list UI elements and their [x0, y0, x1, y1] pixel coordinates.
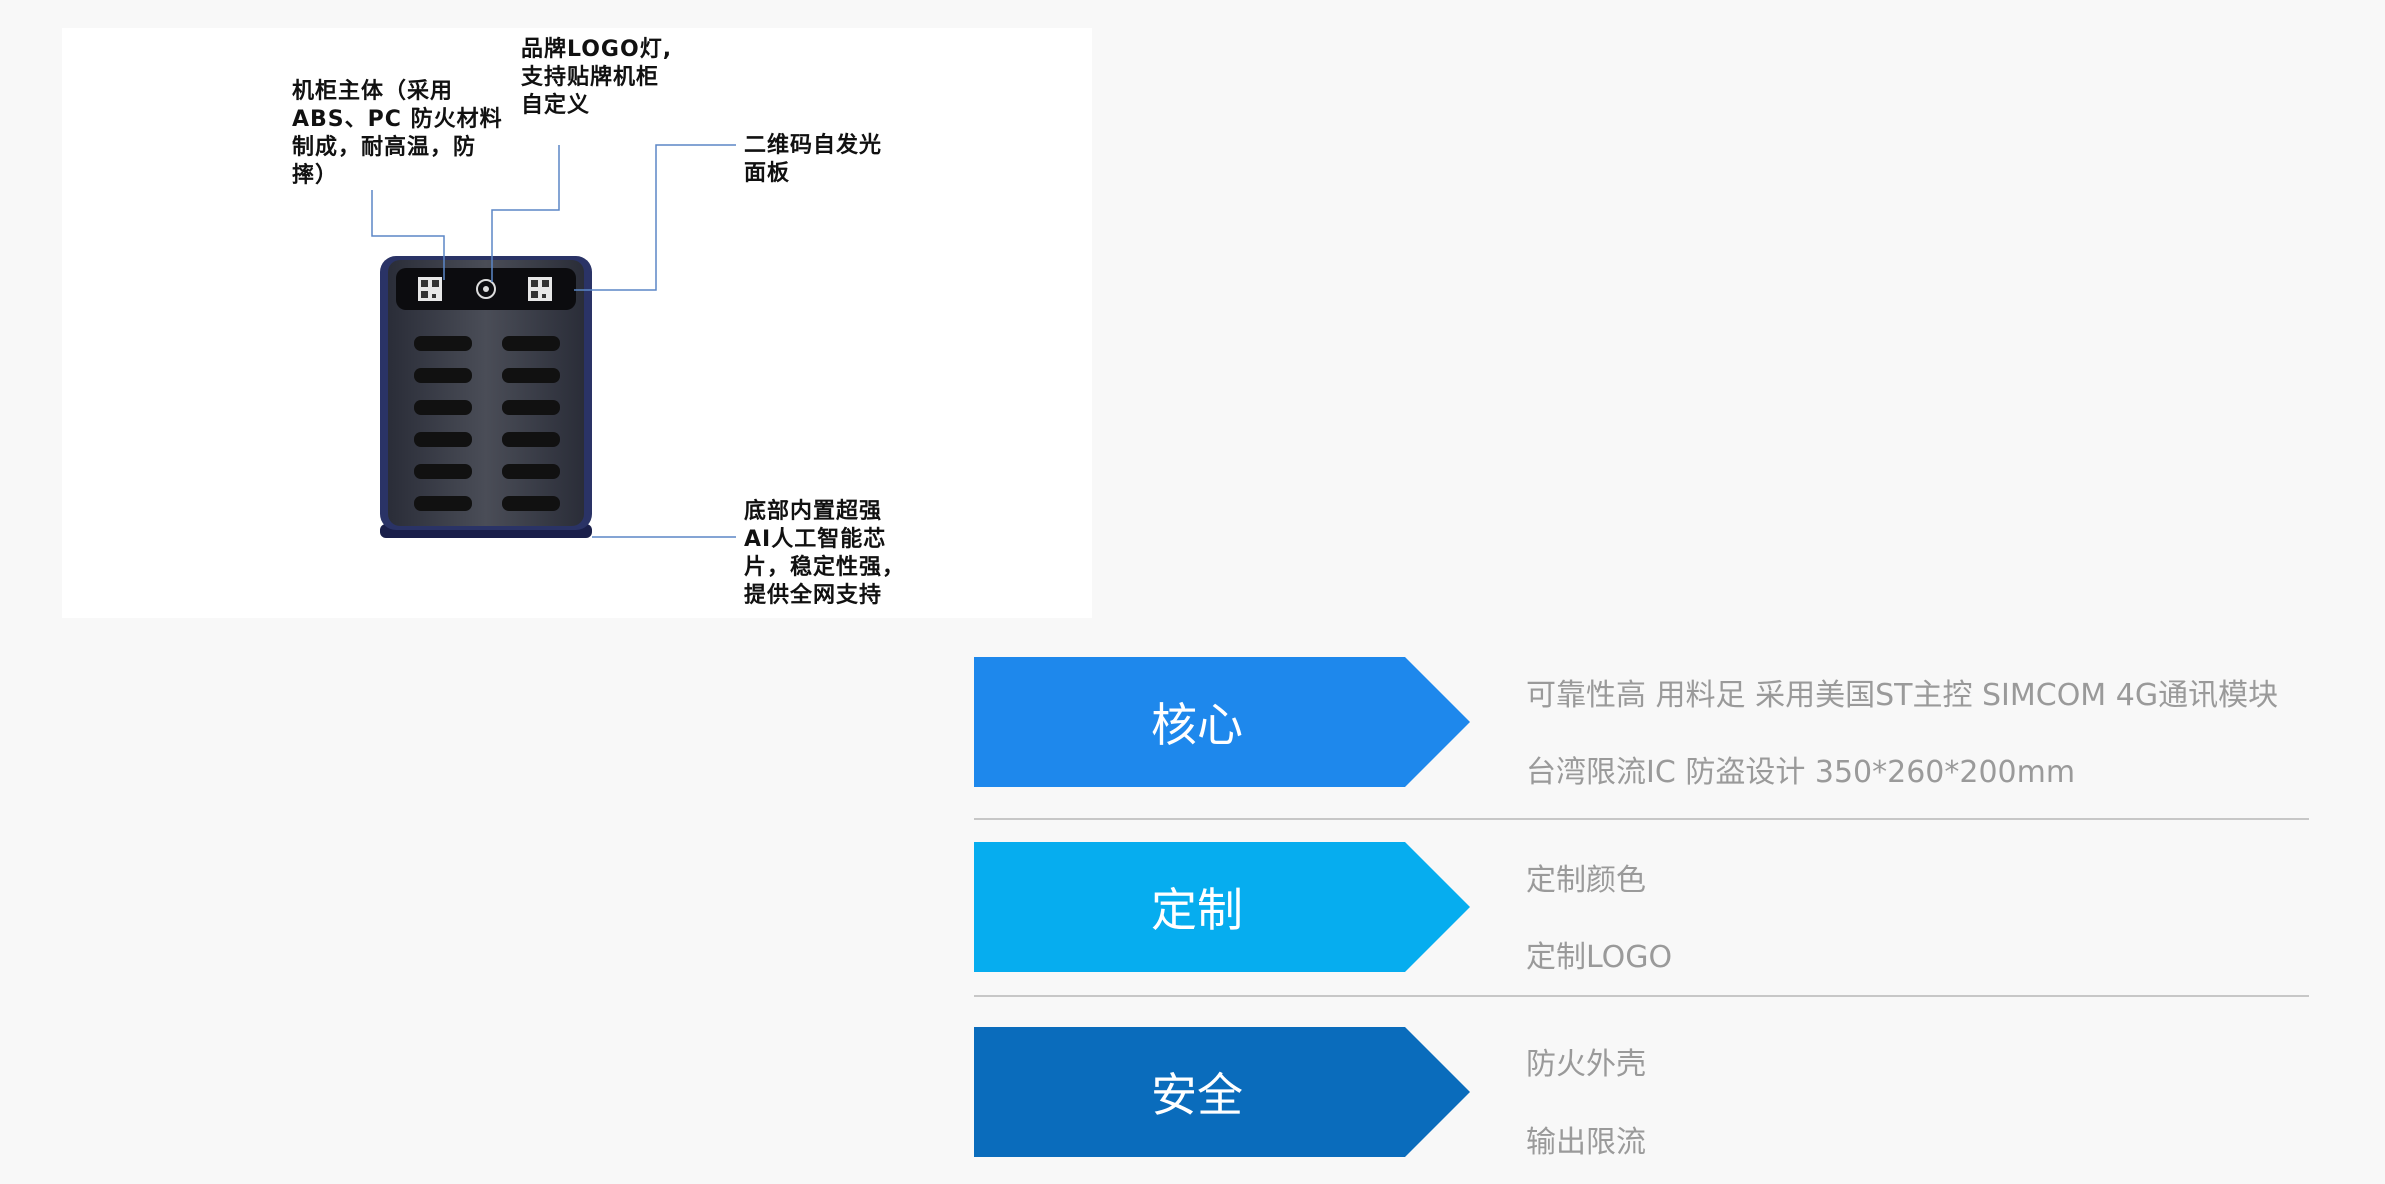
- feature-tag-label: 定制: [1151, 883, 1243, 937]
- product-image-panel: 机柜主体（采用 ABS、PC 防火材料 制成，耐高温，防 摔） 品牌LOGO灯,…: [62, 28, 1092, 618]
- callout-lines: [371, 144, 736, 538]
- feature-desc-line: 可靠性高 用料足 采用美国ST主控 SIMCOM 4G通讯模块: [1526, 678, 2279, 713]
- callout-ai-chip: 底部内置超强 AI人工智能芯 片，稳定性强， 提供全网支持: [744, 499, 906, 608]
- charging-slots: [414, 336, 560, 511]
- feature-row-custom: 定制 定制颜色 定制LOGO: [974, 842, 2309, 975]
- feature-tag-label: 安全: [1151, 1068, 1243, 1122]
- callout-qr-panel: 二维码自发光 面板: [744, 133, 883, 186]
- feature-desc-line: 台湾限流IC 防盗设计 350*260*200mm: [1526, 755, 2076, 790]
- feature-desc-line: 定制LOGO: [1526, 940, 1673, 975]
- feature-desc-line: 定制颜色: [1526, 863, 1646, 898]
- feature-tag-core: 核心: [974, 657, 1470, 787]
- brand-logo-icon: [476, 279, 496, 299]
- feature-row-core: 核心 可靠性高 用料足 采用美国ST主控 SIMCOM 4G通讯模块 台湾限流I…: [974, 657, 2309, 790]
- feature-tag-safety: 安全: [974, 1027, 1470, 1157]
- callout-cabinet-body: 机柜主体（采用 ABS、PC 防火材料 制成，耐高温，防 摔）: [292, 79, 503, 188]
- feature-tag-label: 核心: [1151, 698, 1243, 752]
- feature-desc-line: 防火外壳: [1526, 1047, 1646, 1082]
- divider: [974, 995, 2309, 997]
- feature-row-safety: 安全 防火外壳 输出限流: [974, 1027, 2309, 1160]
- callout-brand-logo: 品牌LOGO灯, 支持贴牌机柜 自定义: [521, 37, 673, 118]
- divider: [974, 818, 2309, 820]
- feature-tag-custom: 定制: [974, 842, 1470, 972]
- power-bank-cabinet-illustration: [371, 144, 736, 538]
- feature-desc-line: 输出限流: [1526, 1125, 1646, 1160]
- cabinet-body: [388, 260, 584, 526]
